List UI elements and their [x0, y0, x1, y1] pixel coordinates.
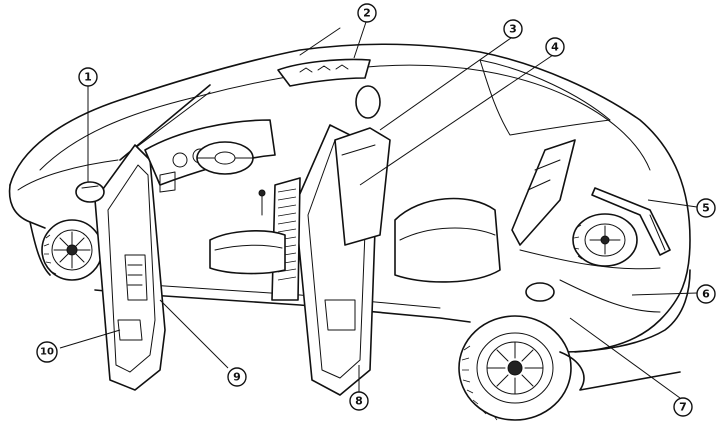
- headrest: [355, 85, 381, 119]
- callout-9: 9: [227, 367, 247, 387]
- front-wheel: [41, 219, 103, 281]
- callout-2: 2: [357, 3, 377, 23]
- callout-4-circle: [545, 37, 565, 57]
- callout-1-circle: [78, 67, 98, 87]
- callout-3: 3: [503, 19, 523, 39]
- callout-10-circle: [36, 341, 58, 363]
- callout-5-label: 5: [702, 202, 710, 215]
- callout-2-label: 2: [363, 7, 371, 20]
- side-mirror: [75, 181, 105, 203]
- front-seat: [209, 230, 286, 275]
- callout-7-label: 7: [679, 401, 687, 414]
- callout-1-label: 1: [84, 71, 92, 84]
- callout-1: 1: [78, 67, 98, 87]
- callout-10-label: 10: [40, 347, 54, 358]
- rear-wheel: [458, 315, 681, 421]
- callout-9-circle: [227, 367, 247, 387]
- callout-4-label: 4: [551, 41, 559, 54]
- rear-seat: [334, 127, 501, 283]
- callout-6-label: 6: [702, 288, 710, 301]
- spare-tire: [572, 213, 638, 267]
- callout-6-circle: [696, 284, 716, 304]
- leader-lines: [59, 21, 698, 399]
- callout-8-label: 8: [355, 395, 363, 408]
- callout-5: 5: [696, 198, 716, 218]
- callout-8-circle: [349, 391, 369, 411]
- rear-side-panel: [511, 139, 576, 246]
- callout-6: 6: [696, 284, 716, 304]
- callout-8: 8: [349, 391, 369, 411]
- front-door-open: [94, 144, 166, 391]
- callout-9-label: 9: [233, 371, 241, 384]
- dashboard: [144, 119, 276, 216]
- callout-5-circle: [696, 198, 716, 218]
- callout-4: 4: [545, 37, 565, 57]
- callout-10: 10: [36, 341, 58, 363]
- callout-3-label: 3: [509, 23, 517, 36]
- callout-2-circle: [357, 3, 377, 23]
- trunk-jack: [591, 187, 671, 256]
- callout-7: 7: [673, 397, 693, 417]
- callout-7-circle: [673, 397, 693, 417]
- callout-3-circle: [503, 19, 523, 39]
